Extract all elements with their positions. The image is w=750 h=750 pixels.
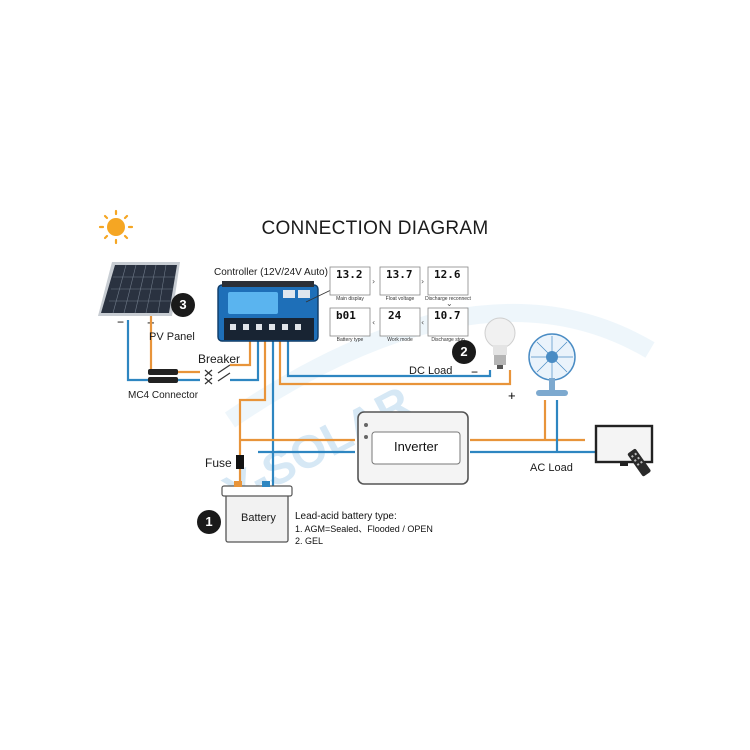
svg-text:⌄: ⌄	[446, 299, 453, 308]
inverter-icon	[357, 411, 469, 485]
mode-reading-battery-type: b01	[336, 309, 356, 322]
mode-caption-discharge-stop: Discharge stop	[431, 337, 465, 343]
dc-plus-sign: +	[508, 388, 516, 403]
battery-note-heading: Lead-acid battery type:	[295, 511, 397, 522]
tv-icon	[594, 424, 654, 466]
mode-caption-battery-type: Battery type	[336, 337, 364, 343]
mode-reading-discharge-reconnect: 12.6	[434, 268, 461, 281]
mode-caption-main-display: Main display	[336, 296, 364, 302]
ac-load-label: AC Load	[530, 462, 573, 474]
charge-controller-icon	[217, 281, 319, 342]
inverter-label: Inverter	[393, 439, 439, 454]
mode-caption-float-voltage: Float voltage	[385, 296, 415, 302]
mode-reading-float-voltage: 13.7	[386, 268, 413, 281]
badge-2: 2	[452, 340, 476, 364]
svg-text:›: ›	[421, 277, 424, 286]
mode-caption-discharge-reconnect: Discharge reconnect	[425, 296, 471, 302]
fuse-label: Fuse	[205, 456, 232, 470]
dc-load-wires	[278, 340, 512, 386]
svg-text:›: ›	[372, 277, 375, 286]
light-bulb-icon	[484, 317, 516, 369]
remote-control-icon	[627, 449, 651, 477]
svg-text:‹: ‹	[421, 318, 424, 327]
mc4-connector-label: MC4 Connector	[128, 390, 199, 401]
sun-icon	[98, 209, 134, 245]
dc-minus-sign: −	[471, 365, 478, 379]
pv-minus-sign: −	[117, 315, 124, 329]
badge-3: 3	[171, 293, 195, 317]
breaker-icon	[204, 364, 231, 385]
battery-note-line-2: 2. GEL	[295, 536, 324, 546]
display-pointer-line	[305, 289, 332, 303]
ac-wires	[470, 400, 598, 454]
battery-icon	[221, 481, 293, 543]
battery-label: Battery	[241, 512, 276, 524]
badge-1: 1	[197, 510, 221, 534]
inverter-dc-wires	[240, 438, 355, 454]
battery-note-line-1: 1. AGM=Sealed、Flooded / OPEN	[295, 524, 433, 534]
display-modes: › › ‹ ‹ ⌄	[329, 266, 469, 337]
mode-reading-main-display: 13.2	[336, 268, 363, 281]
mc4-connector-icon	[148, 369, 178, 383]
mode-reading-discharge-stop: 10.7	[434, 309, 461, 322]
fuse-icon	[236, 455, 244, 469]
mode-caption-work-mode: Work mode	[387, 337, 413, 343]
diagram-title: CONNECTION DIAGRAM	[261, 218, 489, 239]
fan-icon	[528, 333, 576, 396]
pv-panel-label: PV Panel	[149, 331, 195, 343]
dc-load-label: DC Load	[409, 365, 453, 377]
pv-panel-icon	[98, 262, 180, 316]
breaker-label: Breaker	[198, 352, 241, 366]
mode-reading-work-mode: 24	[388, 309, 402, 322]
controller-pv-wires	[230, 340, 260, 382]
battery-type-note: Lead-acid battery type: 1. AGM=Sealed、Fl…	[295, 511, 433, 547]
controller-label: Controller (12V/24V Auto)	[214, 267, 328, 278]
svg-text:‹: ‹	[372, 318, 375, 327]
